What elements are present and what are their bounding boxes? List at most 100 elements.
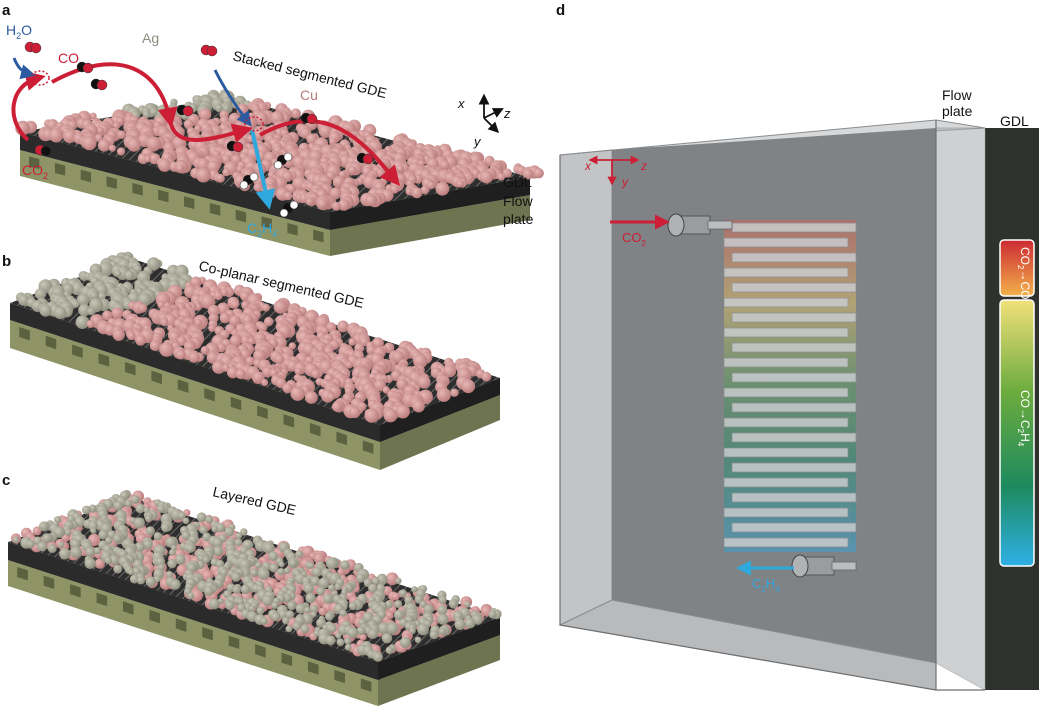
copper-particle (138, 303, 148, 313)
flow-channel-slot (360, 678, 372, 692)
flow-plate-label-1: Flow (942, 87, 972, 103)
h2o-label: H2O (6, 22, 32, 41)
silver-particle (70, 539, 81, 549)
copper-particle (480, 170, 494, 184)
serpentine-channel-segment (723, 417, 849, 428)
axis-y-label: y (621, 175, 629, 189)
copper-particle (294, 367, 302, 376)
silver-particle (414, 636, 422, 643)
silver-particle (78, 303, 91, 317)
serpentine-channel-segment (731, 402, 857, 413)
flow-channel-slot (29, 156, 40, 169)
molecule-atom (30, 42, 42, 54)
copper-particle (456, 180, 464, 188)
silver-particle (335, 632, 342, 639)
copper-particle (264, 316, 274, 327)
silver-particle (310, 611, 317, 618)
copper-particle (327, 393, 335, 401)
silver-particle (224, 526, 235, 537)
serpentine-channel-segment (731, 432, 857, 443)
ethylene-atom (289, 200, 299, 210)
copper-particle (364, 408, 380, 423)
ethylene-atom (273, 160, 283, 170)
silver-particle (145, 526, 155, 536)
flow-channel-slot (230, 396, 242, 411)
silver-particle (348, 601, 358, 611)
serpentine-channel-segment (731, 462, 857, 473)
silver-particle (287, 601, 297, 611)
silver-particle (278, 561, 285, 568)
silver-particle (399, 589, 407, 597)
copper-particle (32, 526, 42, 536)
copper-particle (427, 181, 435, 189)
flow-plate-front (20, 150, 330, 256)
copper-particle (97, 139, 111, 152)
silver-particle (186, 544, 196, 553)
copper-particle (222, 168, 231, 177)
serpentine-channel-segment (731, 492, 857, 503)
copper-particle (94, 133, 103, 142)
silver-particle (386, 622, 399, 635)
silver-particle (429, 630, 439, 640)
copper-particle (117, 130, 126, 139)
copper-particle (245, 356, 255, 366)
silver-particle (326, 557, 338, 570)
flow-channel-slot (151, 370, 162, 385)
flow-channel-slot (70, 584, 81, 598)
copper-particle (337, 320, 349, 333)
silver-particle (395, 577, 402, 585)
silver-particle (362, 611, 374, 624)
silver-particle (292, 621, 302, 631)
silver-particle (438, 627, 447, 636)
silver-particle (232, 585, 241, 594)
silver-particle (394, 609, 405, 621)
copper-particle (313, 553, 325, 565)
copper-particle (382, 386, 390, 394)
serpentine-channel-segment (731, 222, 857, 233)
serpentine-channel-segment (723, 297, 849, 308)
axis-y-label: y (473, 134, 482, 149)
copper-particle (252, 127, 267, 142)
cu-label: Cu (300, 87, 318, 103)
silver-particle (215, 523, 226, 533)
silver-particle (142, 110, 151, 119)
silver-particle (464, 617, 476, 629)
flow-channel-slot (19, 327, 30, 341)
silver-particle (143, 539, 153, 550)
silver-particle (135, 503, 146, 514)
silver-particle (283, 567, 291, 574)
flow-channel-slot (313, 229, 324, 243)
silver-particle (381, 633, 393, 644)
panel-letter-b: b (2, 253, 11, 270)
silver-particle (70, 546, 83, 558)
copper-particle (395, 404, 410, 419)
copper-particle (231, 300, 239, 309)
copper-particle (229, 315, 241, 327)
gdl-label: GDL (1000, 113, 1029, 129)
flow-channel-slot (124, 361, 136, 376)
copper-particle (183, 119, 194, 130)
serpentine-channel-segment (731, 342, 857, 353)
co2-to-co-bar (999, 239, 1035, 297)
silver-particle (257, 568, 270, 580)
silver-particle (347, 627, 359, 639)
co2-inlet-label: CO2 (622, 230, 647, 248)
silver-particle (58, 541, 65, 548)
copper-particle (158, 158, 172, 172)
flow-plate-label-2: plate (503, 211, 534, 227)
panel-d: d CO2 C2H4 (556, 2, 1039, 691)
silver-particle (167, 559, 177, 569)
copper-particle (443, 364, 457, 378)
outlet-fitting (791, 554, 857, 578)
silver-particle (285, 610, 295, 619)
panel-c-title: Layered GDE (211, 483, 297, 518)
silver-particle (404, 595, 414, 605)
flow-channel-slot (106, 176, 117, 189)
silver-particle (12, 536, 20, 544)
copper-particle (305, 391, 318, 404)
axis-x-label: x (457, 96, 465, 111)
serpentine-channel-segment (723, 387, 849, 398)
copper-particle (413, 353, 428, 369)
silver-particle (304, 606, 311, 614)
silver-particle (385, 646, 394, 654)
